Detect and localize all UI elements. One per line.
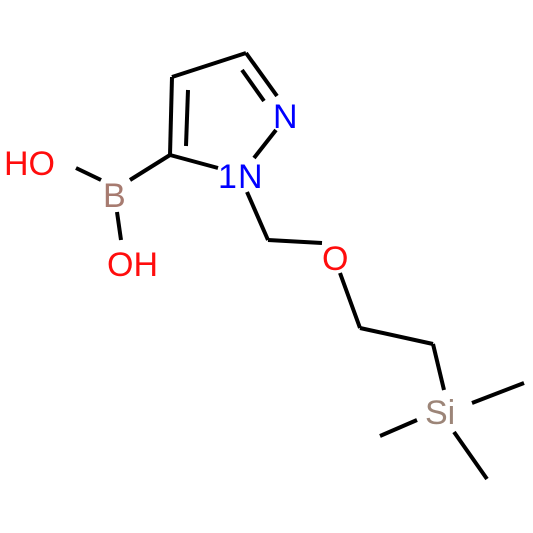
hydroxyl-bottom-label: OH: [107, 246, 158, 284]
atom-labels: HO B OH N 1 N O Si: [4, 98, 455, 432]
bond-si-methyl-left: [379, 418, 418, 438]
bond-ch2-si: [431, 343, 446, 391]
bond-c4-c3: [171, 51, 247, 79]
bond-c3-n2: [244, 51, 279, 98]
bond-si-methyl-right: [471, 381, 525, 405]
bond-n1-ch2: [245, 191, 270, 241]
bond-c5-c4-inner: [184, 89, 190, 147]
hydroxyl-top-label: HO: [4, 145, 55, 183]
ether-oxygen-label: O: [322, 240, 348, 278]
bond-n2-n1: [252, 128, 278, 160]
bond-ch2-o: [267, 238, 323, 245]
bond-b-oh-bottom: [115, 211, 123, 241]
bond-c5-b: [128, 153, 172, 182]
bonds: [75, 51, 525, 481]
nitrogen-n1-locant: 1: [218, 158, 237, 196]
bond-si-methyl-down: [452, 430, 489, 481]
bond-c3-n2-inner: [240, 68, 266, 103]
bond-c5-c4: [168, 76, 174, 156]
boron-label: B: [103, 177, 126, 215]
nitrogen-n2-label: N: [273, 98, 298, 136]
bond-b-oh-top: [75, 166, 102, 182]
bond-n1-c5: [169, 153, 219, 170]
bond-o-ch2: [338, 272, 362, 329]
bond-ch2-ch2: [359, 326, 434, 346]
nitrogen-n1-label: N: [238, 158, 263, 196]
silicon-label: Si: [425, 394, 455, 432]
